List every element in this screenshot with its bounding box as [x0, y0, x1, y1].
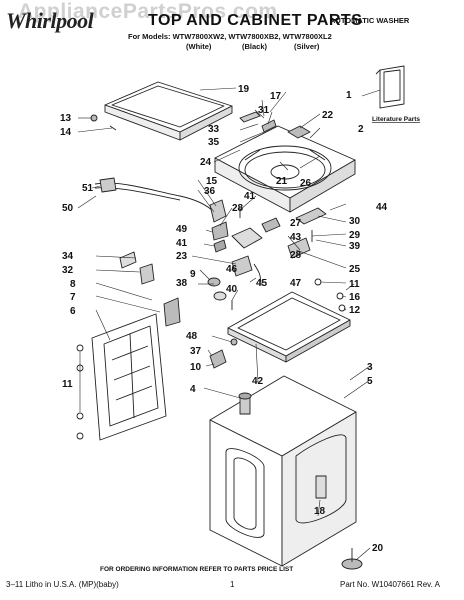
callout-11-b: 11: [62, 379, 73, 390]
brand-logo: Whirlpool: [6, 8, 94, 33]
callout-26: 26: [300, 178, 312, 189]
callout-33: 33: [208, 124, 220, 135]
callout-28-a: 28: [232, 203, 244, 214]
literature-booklet: [375, 65, 405, 109]
footer-part-number: Part No. W10407661 Rev. A: [340, 580, 440, 589]
callout-10: 10: [190, 362, 202, 373]
callout-46: 46: [226, 264, 238, 275]
wire-harness: [94, 177, 215, 213]
callout-6: 6: [70, 306, 76, 317]
callout-34: 34: [62, 251, 74, 262]
callout-40: 40: [226, 284, 238, 295]
callout-18: 18: [314, 506, 326, 517]
callout-11-a: 11: [349, 279, 360, 290]
literature-parts-label: Literature Parts: [372, 116, 420, 123]
callout-41-b: 41: [176, 238, 188, 249]
leveling-leg-parts: [209, 349, 363, 570]
callout-37: 37: [190, 346, 202, 357]
callout-47: 47: [290, 278, 302, 289]
callout-41-a: 41: [244, 191, 256, 202]
watermark: AppliancePartsPros.com: [18, 0, 278, 23]
callout-51: 51: [82, 183, 94, 194]
callout-24: 24: [200, 157, 212, 168]
ordering-note: FOR ORDERING INFORMATION REFER TO PARTS …: [100, 566, 294, 573]
leader-lines: [77, 87, 381, 561]
callout-17: 17: [270, 91, 282, 102]
callout-29: 29: [349, 230, 361, 241]
callout-labels: 1 2 3 4 5 6 7 8 9 10 11 11 11 12 13 14 1…: [60, 84, 388, 554]
callout-8: 8: [70, 279, 76, 290]
cabinet-front-panel: [209, 375, 357, 567]
footer-page-number: 1: [230, 580, 235, 589]
top-panel-part: [214, 125, 356, 213]
callout-27: 27: [290, 218, 302, 229]
cabinet-rear-panel: [76, 313, 167, 441]
callout-28-b: 28: [290, 250, 302, 261]
callout-43: 43: [290, 232, 302, 243]
lid-part: [104, 81, 233, 141]
callout-15: 15: [206, 176, 218, 187]
callout-45: 45: [256, 278, 268, 289]
hinge-parts: [90, 111, 277, 133]
callout-14: 14: [60, 127, 72, 138]
callout-38: 38: [176, 278, 188, 289]
callout-5: 5: [367, 376, 373, 387]
page-title: TOP AND CABINET PARTS: [148, 12, 363, 29]
callout-16: 16: [349, 292, 361, 303]
callout-12: 12: [349, 305, 361, 316]
callout-50: 50: [62, 203, 74, 214]
callout-30: 30: [349, 216, 361, 227]
callout-23: 23: [176, 251, 188, 262]
callout-32: 32: [62, 265, 74, 276]
callout-3: 3: [367, 362, 373, 373]
callout-9: 9: [190, 269, 196, 280]
side-bracket-parts: [119, 251, 181, 327]
callout-13: 13: [60, 113, 72, 124]
callout-49: 49: [176, 224, 188, 235]
model-list: For Models: WTW7800XW2, WTW7800XB2, WTW7…: [128, 32, 332, 41]
color-label-black: (Black): [242, 42, 268, 51]
callout-25: 25: [349, 264, 361, 275]
callout-48: 48: [186, 331, 198, 342]
callout-31: 31: [258, 105, 270, 116]
color-label-white: (White): [186, 42, 212, 51]
callout-39: 39: [349, 241, 361, 252]
callout-22: 22: [322, 110, 334, 121]
callout-42: 42: [252, 376, 264, 387]
callout-4: 4: [190, 384, 196, 395]
callout-2: 2: [358, 124, 364, 135]
callout-21: 21: [276, 176, 288, 187]
cabinet-top-frame: [227, 278, 351, 363]
callout-36: 36: [204, 186, 216, 197]
callout-19: 19: [238, 84, 250, 95]
callout-35: 35: [208, 137, 220, 148]
page-subtitle: AUTOMATIC WASHER: [330, 16, 410, 25]
callout-1: 1: [346, 90, 352, 101]
callout-7: 7: [70, 292, 76, 303]
color-label-silver: (Silver): [294, 42, 320, 51]
callout-44: 44: [376, 202, 388, 213]
lid-switch-parts: [209, 199, 327, 259]
callout-20: 20: [372, 543, 384, 554]
footer-litho: 3–11 Litho in U.S.A. (MP)(baby): [6, 580, 119, 589]
